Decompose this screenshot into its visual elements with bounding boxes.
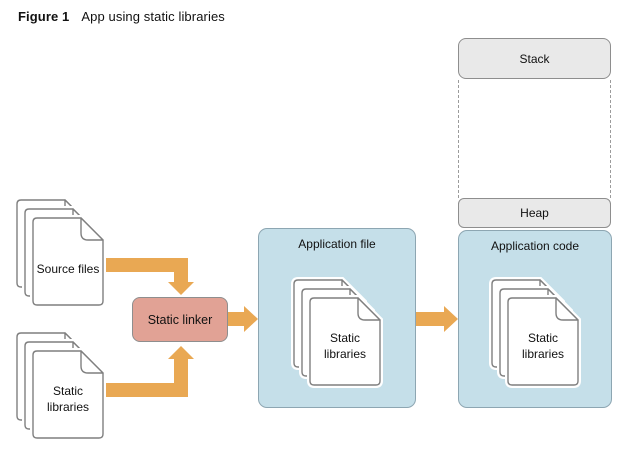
arrow-segment (103, 383, 188, 397)
appfile-static-libraries-label: Static libraries (323, 330, 366, 361)
static-linker-box: Static linker (132, 297, 228, 342)
application-code-title: Application code (490, 239, 580, 253)
arrow-segment (174, 258, 188, 282)
heap-box: Heap (458, 198, 611, 228)
arrow-segment (416, 312, 444, 326)
arrow-segment (103, 258, 188, 272)
appfile-static-libraries-stack-icon (291, 277, 383, 388)
figure-caption: Figure 1 App using static libraries (18, 9, 225, 24)
dashed-connector-left (458, 80, 459, 198)
stack-box: Stack (458, 38, 611, 79)
appcode-static-libraries-stack-icon (489, 277, 581, 388)
arrowhead-right-icon (244, 306, 258, 332)
heap-label: Heap (520, 206, 549, 220)
static-linker-label: Static linker (147, 312, 213, 327)
static-libraries-input-label: Static libraries (46, 383, 89, 414)
appcode-static-libraries-label: Static libraries (521, 330, 564, 361)
arrowhead-down-icon (168, 282, 194, 295)
source-files-stack-icon (14, 197, 106, 308)
figure-caption-text: App using static libraries (81, 9, 225, 24)
static-libraries-stack-icon (14, 330, 106, 441)
figure-label: Figure 1 (18, 9, 70, 24)
arrowhead-right-icon (444, 306, 458, 332)
application-file-title: Application file (298, 237, 376, 251)
arrow-segment (174, 359, 188, 397)
source-files-label: Source files (36, 261, 100, 276)
dashed-connector-right (610, 80, 611, 198)
stack-label: Stack (519, 51, 550, 66)
arrow-segment (228, 312, 244, 326)
arrowhead-up-icon (168, 346, 194, 359)
